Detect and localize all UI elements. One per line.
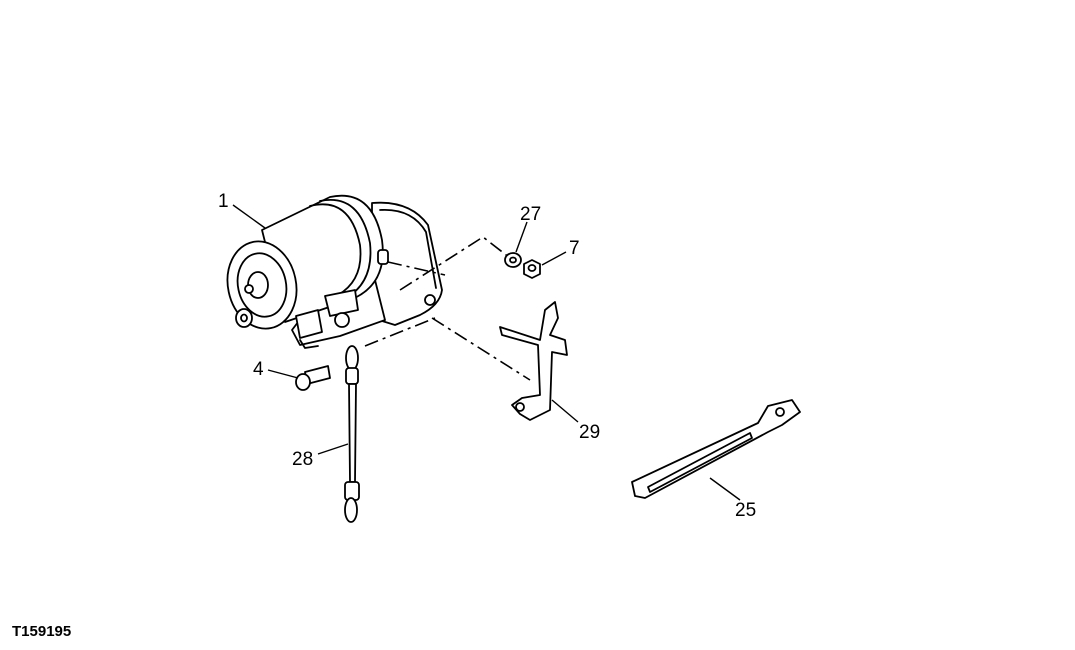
strap <box>631 399 801 499</box>
callout-25: 25 <box>735 500 756 521</box>
washer <box>504 252 522 268</box>
nut <box>523 259 541 279</box>
alignment-lines <box>364 236 531 381</box>
callout-27: 27 <box>520 204 541 225</box>
starter-motor <box>226 194 443 349</box>
callout-1: 1 <box>218 191 229 212</box>
callout-labels: 1 27 7 4 28 29 25 <box>218 191 756 521</box>
callout-29: 29 <box>579 422 600 443</box>
leader-lines <box>232 204 741 501</box>
callout-7: 7 <box>569 238 580 259</box>
figure-id: T159195 <box>12 623 72 640</box>
callout-4: 4 <box>253 359 264 380</box>
cable <box>344 345 360 523</box>
cap-screw <box>295 365 331 391</box>
callout-28: 28 <box>292 449 313 470</box>
bracket <box>499 301 568 421</box>
